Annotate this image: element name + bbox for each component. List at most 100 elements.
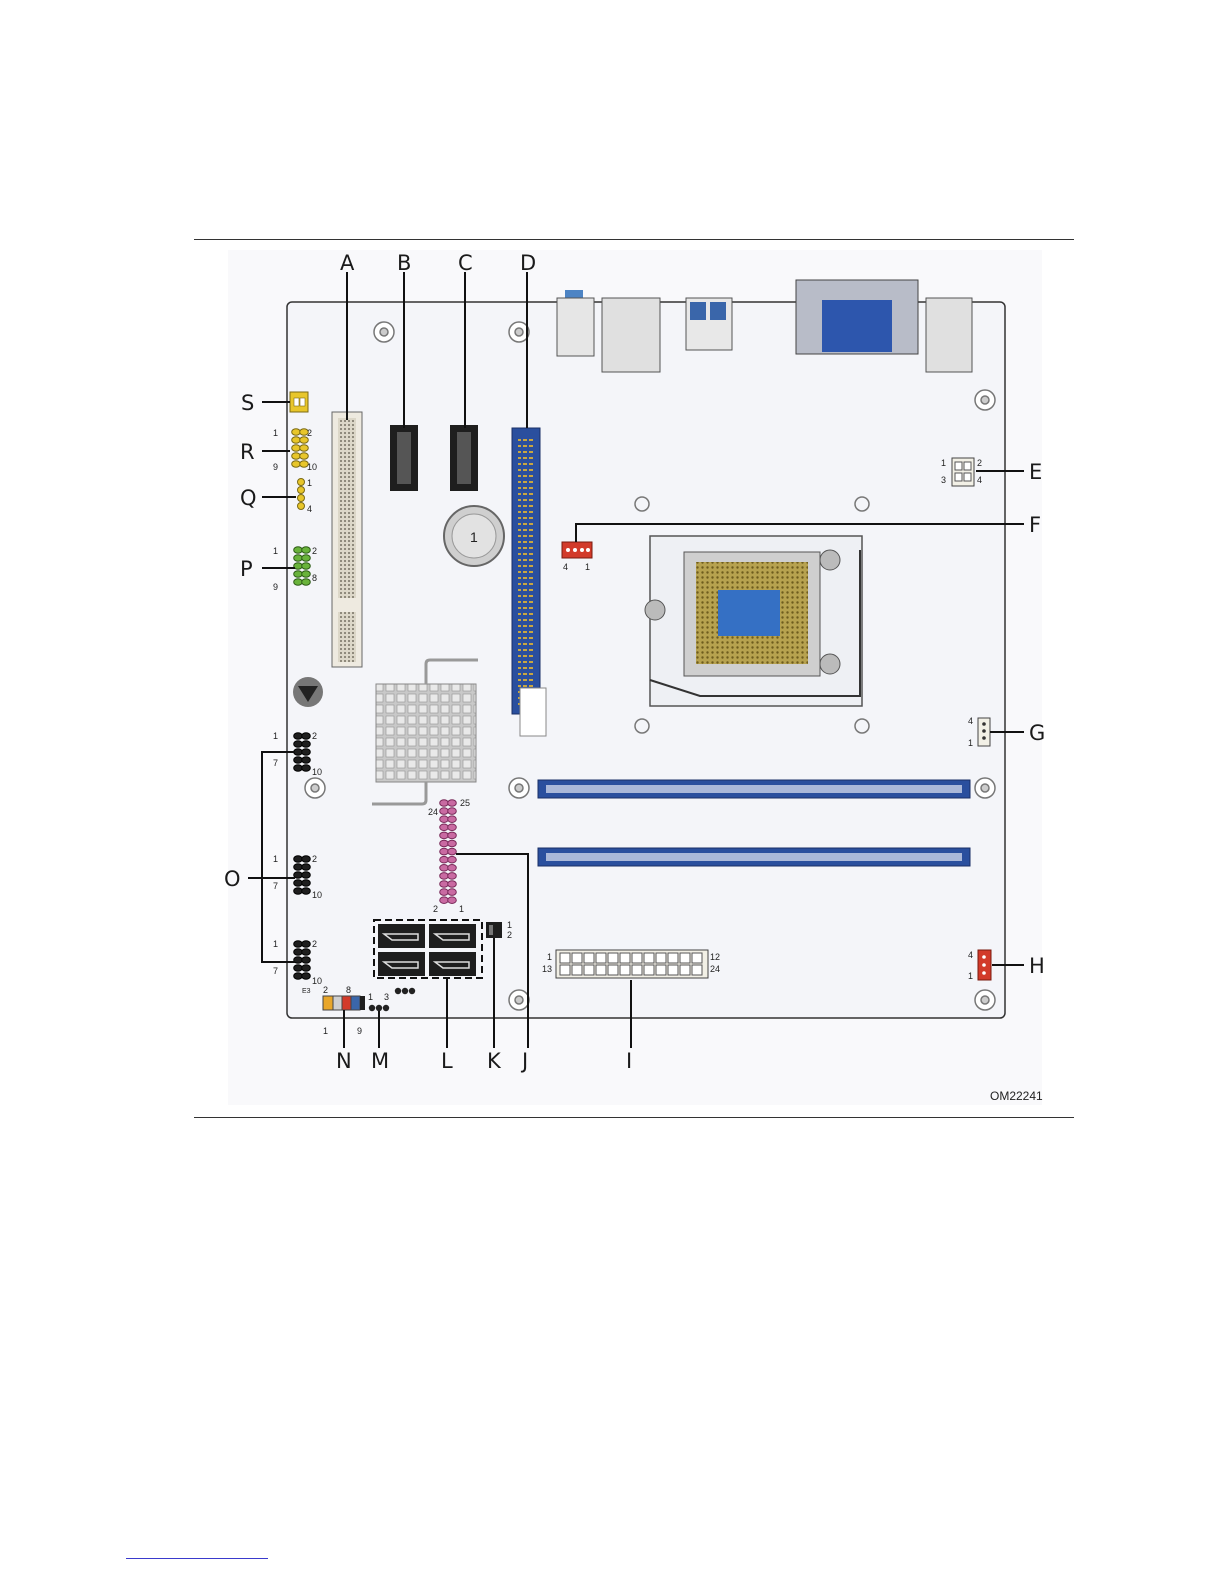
header-pin	[294, 741, 303, 748]
header-pin	[440, 816, 449, 823]
front-panel-header	[323, 996, 365, 1010]
atx-pin	[572, 965, 582, 975]
yellow-header-s	[290, 392, 308, 412]
header-pin	[302, 941, 311, 948]
pin-o3-10: 10	[312, 976, 322, 986]
header-pin	[440, 881, 449, 888]
header-pin	[302, 571, 311, 578]
pin-m-3: 3	[384, 992, 389, 1002]
processor-fan-header	[562, 542, 592, 558]
header-pin	[302, 757, 311, 764]
header-pin	[292, 445, 301, 452]
callout-o: O	[224, 867, 241, 891]
header-pin	[448, 897, 457, 904]
header-pin	[440, 824, 449, 831]
pin-j-1: 1	[459, 904, 464, 914]
header-pin	[440, 873, 449, 880]
header-pin	[294, 888, 303, 895]
header-pin	[448, 856, 457, 863]
pin-p-1: 1	[273, 546, 278, 556]
pci-slot	[332, 412, 362, 667]
callout-h: H	[1029, 954, 1045, 978]
pcie-x1-slot-1	[390, 425, 418, 491]
header-pin	[440, 897, 449, 904]
callout-n: N	[336, 1049, 352, 1073]
pin-g-1: 1	[968, 738, 973, 748]
header-pin	[302, 749, 311, 756]
header-pin	[294, 965, 303, 972]
callout-f: F	[1029, 513, 1041, 537]
header-pin	[294, 973, 303, 980]
atx-pin	[560, 965, 570, 975]
pin-j-25: 25	[460, 798, 470, 808]
pin-r-2: 2	[307, 428, 312, 438]
header-pin	[294, 864, 303, 871]
header-pin	[302, 949, 311, 956]
header-pin	[302, 864, 311, 871]
pin-i-24: 24	[710, 964, 720, 974]
header-pin	[302, 880, 311, 887]
header-pin	[440, 832, 449, 839]
atx-pin	[596, 953, 606, 963]
atx-pin	[656, 965, 666, 975]
pin-o2-10: 10	[312, 890, 322, 900]
pin-o3-e3: E3	[302, 988, 311, 995]
pin-o1-7: 7	[273, 758, 278, 768]
pin-e-2: 2	[977, 458, 982, 468]
callout-j: J	[520, 1049, 528, 1073]
header-pin	[294, 757, 303, 764]
header-pin	[448, 873, 457, 880]
speaker	[293, 677, 323, 707]
pin-r-1: 1	[273, 428, 278, 438]
pin-g-4: 4	[968, 716, 973, 726]
header-pin	[302, 741, 311, 748]
header-pin	[292, 453, 301, 460]
pin-r-10: 10	[307, 462, 317, 472]
callout-k: K	[487, 1049, 502, 1073]
atx-pin	[596, 965, 606, 975]
pin-e-1: 1	[941, 458, 946, 468]
callout-c: C	[458, 251, 473, 275]
pin-o1-2: 2	[312, 731, 317, 741]
front-fan-header	[978, 950, 991, 980]
atx-pin	[644, 953, 654, 963]
cmos-battery: 1	[444, 506, 504, 566]
atx-pin	[608, 965, 618, 975]
atx-pin	[680, 953, 690, 963]
pin-j-2: 2	[433, 904, 438, 914]
pin-k-1: 1	[507, 920, 512, 930]
atx-pin	[632, 965, 642, 975]
pin-o3-2: 2	[312, 939, 317, 949]
header-pin	[294, 941, 303, 948]
pin-q-4: 4	[307, 504, 312, 514]
header-pin	[440, 865, 449, 872]
header-pin	[302, 547, 311, 554]
pin-n-2: 2	[323, 985, 328, 995]
header-pin	[300, 453, 309, 460]
pin-f-4: 4	[563, 562, 568, 572]
pin-i-12: 12	[710, 952, 720, 962]
atx-pin	[608, 953, 618, 963]
header-pin	[448, 881, 457, 888]
pin-j-24: 24	[428, 807, 438, 817]
atx-pin	[656, 953, 666, 963]
callout-q: Q	[240, 486, 257, 510]
pin-o2-7: 7	[273, 881, 278, 891]
atx-pin	[668, 953, 678, 963]
callout-l: L	[441, 1049, 453, 1073]
header-pin	[440, 800, 449, 807]
header-pin	[300, 445, 309, 452]
callout-p: P	[240, 557, 253, 581]
pin-o1-10: 10	[312, 767, 322, 777]
header-pin	[440, 840, 449, 847]
callout-s: S	[241, 391, 254, 415]
pin-o3-1: 1	[273, 939, 278, 949]
header-pin	[292, 461, 301, 468]
header-pin	[294, 856, 303, 863]
header-pin	[440, 848, 449, 855]
header-pin	[294, 733, 303, 740]
header-pin	[302, 965, 311, 972]
atx-pin	[584, 965, 594, 975]
header-pin	[448, 832, 457, 839]
